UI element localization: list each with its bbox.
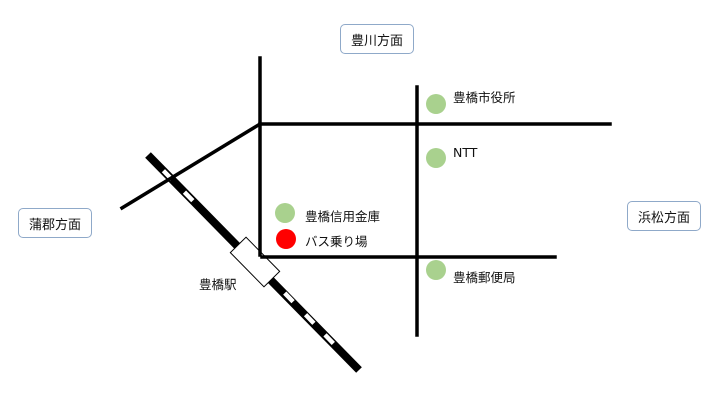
station-building bbox=[229, 236, 281, 288]
direction-box-gamagori: 蒲郡方面 bbox=[18, 208, 92, 238]
direction-label-toyokawa: 豊川方面 bbox=[350, 33, 403, 49]
direction-box-hamamatsu: 浜松方面 bbox=[627, 201, 701, 231]
city-hall-label: 豊橋市役所 bbox=[453, 90, 516, 105]
direction-box-toyokawa: 豊川方面 bbox=[340, 24, 414, 54]
city-hall-marker bbox=[426, 94, 446, 114]
ntt-label: NTT bbox=[453, 145, 478, 160]
landmark-markers bbox=[275, 94, 446, 280]
shinkin-bank-marker bbox=[275, 203, 295, 223]
direction-label-hamamatsu: 浜松方面 bbox=[637, 210, 690, 226]
railway bbox=[145, 152, 362, 373]
roads bbox=[119, 56, 612, 337]
road-diagonal-west bbox=[119, 121, 263, 211]
bus-stop-label: バス乗り場 bbox=[305, 234, 368, 249]
ntt-marker bbox=[426, 148, 446, 168]
station-label: 豊橋駅 bbox=[199, 277, 237, 292]
bus-stop-marker bbox=[276, 229, 296, 249]
post-office-marker bbox=[426, 260, 446, 280]
railway-white-segments-south bbox=[273, 281, 361, 372]
post-office-label: 豊橋郵便局 bbox=[453, 270, 516, 285]
shinkin-bank-label: 豊橋信用金庫 bbox=[305, 209, 381, 224]
direction-label-gamagori: 蒲郡方面 bbox=[28, 217, 81, 233]
